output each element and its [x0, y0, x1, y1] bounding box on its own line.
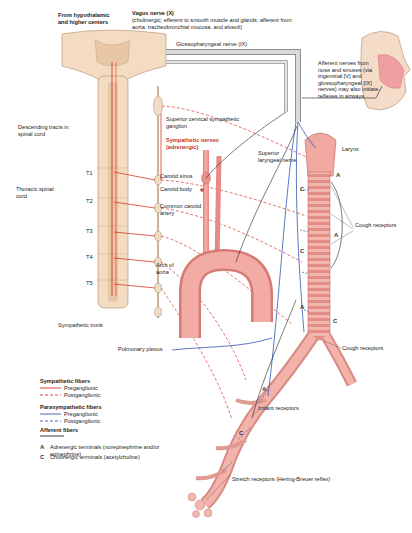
legend-line-sample [40, 436, 64, 437]
source-label: From hypothalamic and higher centers [58, 12, 120, 25]
glossopharyngeal-bundle-core [166, 62, 286, 112]
superior-cervical-ganglion [154, 96, 163, 116]
descending-tract [116, 62, 117, 296]
nerve-label: Vagus nerve (X) [132, 10, 252, 17]
note-label: Afferent nerves from nose and sinuses (v… [318, 60, 380, 100]
nerve-label: Glossopharyngeal nerve (IX) [176, 41, 276, 48]
spinal-cord [98, 76, 128, 308]
alveolus [204, 509, 212, 517]
ganglion [155, 283, 162, 293]
alveolus [188, 493, 196, 501]
part-label: Carotid sinus [160, 173, 193, 180]
part-label: Descending tracts in spinal cord [18, 124, 73, 137]
terminal-letter: C [333, 318, 337, 325]
segment-label: T5 [86, 280, 93, 287]
legend-line-sample [40, 421, 61, 422]
segment-label: T4 [86, 254, 93, 261]
preganglionic-parasympathetic [172, 122, 316, 396]
ganglion [155, 307, 162, 317]
segment-label: T3 [86, 228, 93, 235]
terminal-letter: C [300, 248, 304, 255]
bronchus-lumen [326, 336, 352, 384]
vagus-bundle [166, 52, 298, 122]
nasal-cavity [378, 55, 404, 89]
larynx [305, 133, 336, 176]
right-bronchus [326, 336, 352, 384]
brainstem-gray-matter [95, 40, 130, 66]
spinal-gray-matter [108, 82, 118, 302]
terminal-letter: A [336, 172, 340, 179]
legend-label: Cholinergic terminals (acetylcholine) [50, 454, 180, 461]
legend-line-sample [40, 414, 61, 415]
ganglion [155, 231, 162, 241]
terminal-letter: A [334, 232, 338, 239]
legend-label: Postganglionic [64, 418, 164, 425]
legend-label: Preganglionic [64, 411, 164, 418]
legend-line-sample [40, 395, 61, 396]
glossopharyngeal-bundle [166, 62, 286, 112]
vagus-bundle-core [166, 52, 298, 122]
alveolus [195, 500, 205, 510]
segment-label: T1 [86, 170, 93, 177]
descending-tract [112, 62, 113, 296]
part-label: Superior cervical sympathetic ganglion [166, 116, 244, 129]
receptor-label: Irritant receptors [258, 405, 318, 412]
leader-line [206, 186, 353, 500]
legend-label: Afferent fibers [40, 427, 140, 434]
part-label: Carotid body [160, 186, 192, 193]
part-label: Arch of aorta [156, 262, 186, 275]
alveolus [193, 511, 200, 518]
trachea [308, 172, 330, 340]
legend-symbol: C [40, 454, 44, 461]
common-carotid-artery [203, 150, 209, 262]
legend-label: Preganglionic [64, 385, 164, 392]
part-label: Larynx [342, 146, 359, 153]
part-label: Pulmonary plexus [118, 346, 178, 353]
part-label: Sympathetic trunk [58, 322, 118, 329]
receptor-label: Cough receptors [355, 222, 399, 229]
carotid-highlight [205, 150, 208, 262]
receptor-label: Stretch receptors (Hering-Breuer reflex) [232, 476, 382, 483]
bronchiole [196, 400, 266, 478]
segment-lines [98, 168, 128, 280]
nerve-note: (cholinergic; efferent to smooth muscle … [132, 17, 307, 30]
preganglionic-sympathetic [114, 114, 161, 288]
legend-line-sample [40, 388, 61, 389]
terminal-letter: C [300, 186, 304, 193]
brainstem-section [62, 30, 166, 80]
legend-label: Postganglionic [64, 392, 164, 399]
arch-of-aorta [190, 260, 262, 338]
segment-label: T2 [86, 198, 93, 205]
receptor-label: Cough receptors [342, 345, 392, 352]
legend-heading: Sympathetic fibers [40, 378, 140, 385]
postganglionic-parasympathetic [222, 190, 309, 472]
aorta-highlight [190, 260, 262, 338]
terminal-letter: A [262, 386, 266, 393]
nerve-label: Sympathetic nerves (adrenergic) [166, 137, 238, 150]
part-label: Common carotid artery [160, 203, 202, 216]
carotid-body [200, 188, 204, 192]
legend-symbol: A [40, 444, 44, 451]
nerve-label: Superior laryngeal nerve [258, 150, 302, 163]
part-label: Thoracic spinal cord [16, 186, 62, 199]
afferent-fiber [206, 112, 342, 418]
legend-heading: Parasympathetic fibers [40, 404, 140, 411]
carotid-branch [217, 156, 219, 262]
terminal-letter: C [239, 430, 243, 437]
terminal-letter: A [300, 304, 304, 311]
